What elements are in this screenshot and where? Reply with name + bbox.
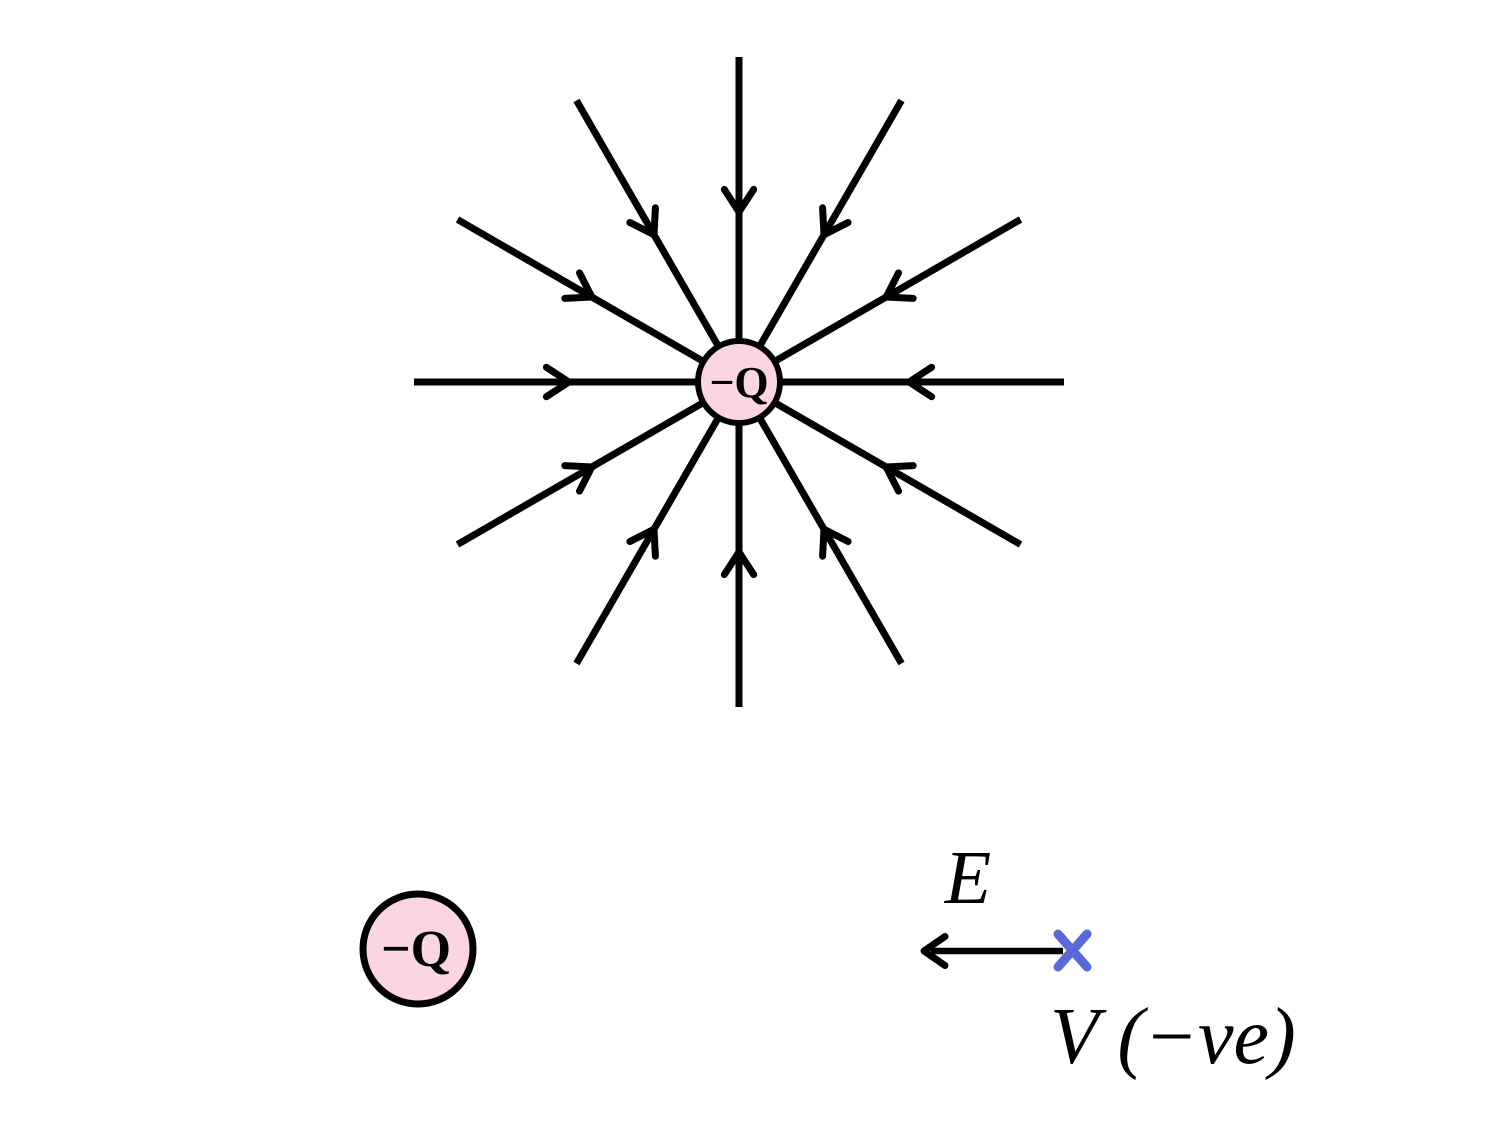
bottom-left-charge-circle <box>359 890 477 1008</box>
field-arrowhead-icon <box>905 363 936 401</box>
field-line <box>455 216 741 386</box>
field-arrowhead-icon <box>819 204 852 239</box>
field-line <box>573 380 743 666</box>
field-arrowhead-icon <box>819 525 852 560</box>
potential-label: V (−ve) <box>1050 993 1296 1081</box>
bottom-left-charge-label: −Q <box>381 921 451 978</box>
field-arrowhead-icon <box>561 462 596 495</box>
field-line <box>737 216 1023 386</box>
field-arrowhead-icon <box>626 525 659 560</box>
cross-marker-icon <box>1053 929 1092 972</box>
field-arrowhead-icon <box>882 462 917 495</box>
field-line <box>573 98 743 384</box>
field-arrowhead-icon <box>542 363 573 401</box>
field-arrowhead-icon <box>561 269 596 302</box>
field-line <box>735 98 905 384</box>
central-charge-label: −Q <box>709 358 768 407</box>
central-charge-circle <box>695 338 783 426</box>
field-line <box>735 380 905 666</box>
field-lines-group <box>414 57 1064 707</box>
electric-field-label: E <box>944 836 991 920</box>
field-arrowhead-icon <box>720 185 758 216</box>
e-field-arrowhead-icon <box>920 933 949 969</box>
field-line <box>455 378 741 548</box>
field-arrowhead-icon <box>882 269 917 302</box>
field-arrowhead-icon <box>720 548 758 579</box>
field-line <box>737 378 1023 548</box>
field-arrowhead-icon <box>626 204 659 239</box>
